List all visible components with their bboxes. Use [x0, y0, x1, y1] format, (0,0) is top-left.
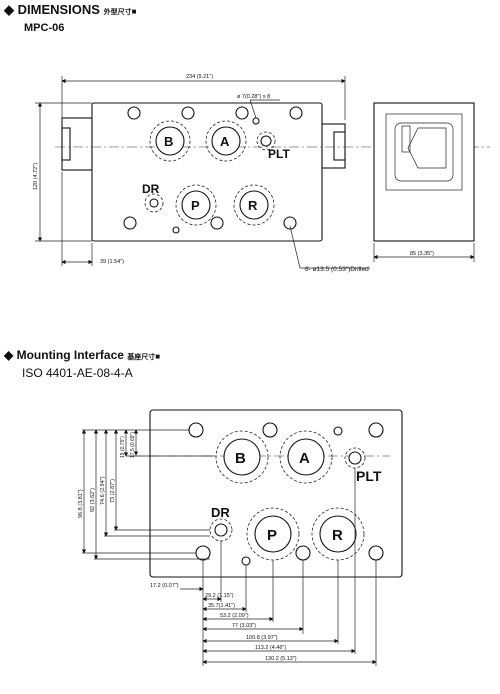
port-a-interface-label: A: [299, 450, 310, 467]
port-dr-interface-label: DR: [211, 505, 230, 520]
port-b-label: B: [164, 134, 173, 149]
vdim-96-8: 96.8 (3.81"): [78, 489, 84, 518]
pin-hole-callout: ø 7(0.28") x 8: [237, 94, 270, 100]
port-b-interface-label: B: [235, 450, 246, 467]
port-p-interface: P: [246, 507, 300, 561]
mounting-interface-view: B A PLT P R DR: [78, 409, 403, 666]
drilled-holes-callout: 6- ø13.5 (0.53")Drilled: [305, 266, 369, 273]
port-p-label: P: [191, 198, 200, 213]
port-p-top: P: [175, 184, 217, 226]
port-r-top: R: [233, 184, 275, 226]
port-r-interface: R: [311, 507, 365, 561]
port-a-top: A: [205, 120, 247, 162]
iso-standard-label: ISO 4401-AE-08-4-A: [22, 366, 133, 380]
mounting-interface-header: ◆ Mounting Interface 基座尺寸■: [4, 348, 161, 362]
port-a-label: A: [220, 134, 230, 149]
hdim-35-7: 35.7(1.41"): [208, 603, 235, 609]
dimensions-title-cn: 外型尺寸: [103, 9, 132, 16]
port-plt-interface-label: PLT: [356, 468, 382, 484]
hdim-29-2: 29.2 (1.15"): [205, 593, 234, 599]
port-dr-top: DR: [142, 182, 164, 213]
dimensions-title: DIMENSIONS: [17, 2, 100, 17]
hdim-100-8: 100.8 (3.97"): [246, 635, 278, 641]
dim-side-label: 85 (3.35"): [410, 251, 434, 257]
dim-height-label: 120 (4.72"): [33, 163, 39, 190]
model-label: MPC-06: [24, 22, 65, 34]
hdim-113-2: 113.2 (4.46"): [255, 645, 286, 651]
port-r-interface-label: R: [332, 527, 343, 544]
hdim-77: 77 (3.03"): [232, 623, 256, 629]
port-p-interface-label: P: [267, 527, 277, 544]
port-b-interface: B: [215, 430, 269, 484]
port-plt-top: PLT: [256, 131, 290, 161]
port-a-interface: A: [279, 430, 333, 484]
hdim-53-2: 53.2 (2.09"): [220, 613, 249, 619]
dim-offset-label: 39 (1.54"): [100, 259, 124, 265]
port-plt-label: PLT: [268, 147, 290, 161]
dimensions-header: ◆ DIMENSIONS 外型尺寸■: [4, 2, 137, 17]
hdim-130-2: 130.2 (5.13"): [265, 656, 297, 662]
vdim-92: 92 (3.62"): [90, 488, 96, 512]
hdim-17-2: 17.2 (0.07"): [150, 583, 179, 589]
vdim-19: 19 (0.75"): [120, 436, 126, 458]
pin-holes: [123, 106, 303, 230]
dim-width-label: 234 (9.21"): [186, 74, 213, 80]
vdim-74-6: 74.6 (2.94"): [100, 476, 106, 505]
mounting-interface-title: Mounting Interface: [16, 348, 124, 362]
diamond-bullet-icon: ◆: [4, 348, 14, 362]
diamond-bullet-icon: ◆: [4, 2, 14, 17]
mounting-interface-title-cn: 基座尺寸: [127, 354, 156, 361]
port-r-label: R: [248, 198, 258, 213]
port-b-top: B: [149, 120, 191, 162]
vdim-73: 73 (2.87"): [110, 479, 116, 503]
port-dr-label: DR: [142, 182, 160, 196]
port-plt-interface: PLT: [344, 447, 382, 484]
dimensions-side-view: 85 (3.35"): [373, 102, 475, 262]
vdim-17-5: 17.5 (0.69"): [130, 432, 136, 458]
dimensions-front-view: 234 (9.21") 120 (4.72"): [33, 74, 490, 273]
